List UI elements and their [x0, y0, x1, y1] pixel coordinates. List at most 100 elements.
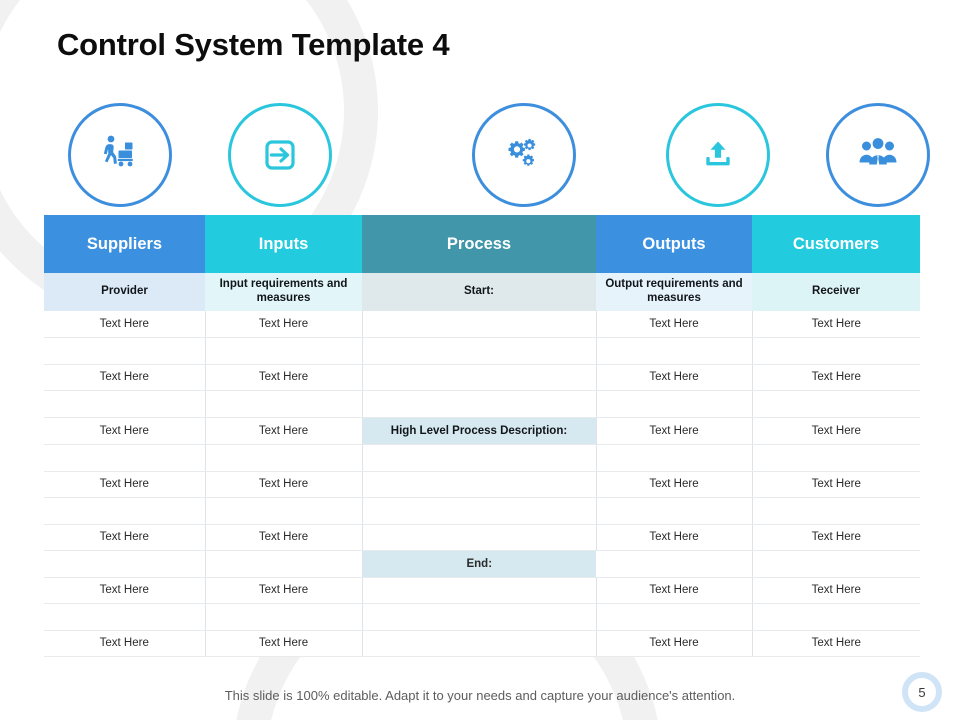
column-header-outputs[interactable]: Outputs [596, 215, 752, 273]
table-row: End: [44, 550, 920, 578]
table-cell[interactable]: Text Here [205, 364, 363, 391]
subheader-start[interactable]: Start: [362, 273, 596, 311]
icon-circle-process[interactable] [472, 103, 576, 207]
table-cell-empty [752, 337, 920, 365]
table-cell[interactable]: Text Here [596, 471, 753, 498]
table-cell-empty [362, 364, 597, 391]
subheader-input-requirements[interactable]: Input requirements and measures [205, 273, 362, 311]
table-cell[interactable]: Text Here [752, 471, 920, 498]
table-cell[interactable]: Text Here [44, 577, 206, 604]
table-cell-empty [362, 390, 597, 418]
table-cell-empty [362, 311, 597, 338]
table-cell[interactable]: Text Here [44, 630, 206, 657]
table-cell-empty [596, 390, 753, 418]
table-cell[interactable]: Text Here [205, 577, 363, 604]
table-cell[interactable]: Text Here [596, 524, 753, 551]
subheader-receiver[interactable]: Receiver [752, 273, 920, 311]
table-cell[interactable]: Text Here [596, 417, 753, 445]
table-cell-empty [362, 497, 597, 525]
table-cell-empty [752, 603, 920, 631]
table-cell-empty [596, 550, 753, 578]
table-row [44, 603, 920, 631]
table-cell[interactable]: Text Here [596, 311, 753, 338]
table-cell[interactable]: Text Here [596, 364, 753, 391]
icon-row [44, 103, 930, 207]
table-cell-empty [752, 444, 920, 472]
table-cell[interactable]: Text Here [752, 524, 920, 551]
people-group-icon [852, 129, 904, 181]
column-header-inputs[interactable]: Inputs [205, 215, 362, 273]
table-cell-empty [44, 390, 206, 418]
table-cell-empty [205, 497, 363, 525]
table-cell[interactable]: Text Here [752, 630, 920, 657]
upload-tray-icon [693, 130, 743, 180]
table-cell-empty [205, 337, 363, 365]
subheader-output-requirements[interactable]: Output requirements and measures [596, 273, 752, 311]
table-cell[interactable]: Text Here [205, 311, 363, 338]
table-cell[interactable]: Text Here [205, 630, 363, 657]
table-cell-empty [205, 603, 363, 631]
table-cell[interactable]: Text Here [44, 524, 206, 551]
icon-circle-inputs[interactable] [228, 103, 332, 207]
table-cell[interactable]: Text Here [752, 311, 920, 338]
table-cell-empty [362, 630, 597, 657]
delivery-person-cart-icon [95, 130, 145, 180]
table-cell[interactable]: Text Here [44, 311, 206, 338]
table-cell-empty [205, 444, 363, 472]
table-cell-empty [596, 603, 753, 631]
table-cell-empty [362, 577, 597, 604]
table-cell[interactable]: Text Here [205, 417, 363, 445]
table-cell[interactable]: Text Here [596, 630, 753, 657]
table-cell[interactable]: Text Here [752, 417, 920, 445]
icon-circle-suppliers[interactable] [68, 103, 172, 207]
table-cell[interactable]: Text Here [596, 577, 753, 604]
table-cell-empty [44, 444, 206, 472]
table-cell-empty [362, 337, 597, 365]
table-cell-empty [752, 497, 920, 525]
table-cell-empty [44, 337, 206, 365]
table-header-row: Suppliers Inputs Process Outputs Custome… [44, 215, 920, 273]
table-row [44, 444, 920, 472]
table-row [44, 497, 920, 525]
table-cell-empty [596, 497, 753, 525]
table-row [44, 390, 920, 418]
table-cell[interactable]: Text Here [44, 364, 206, 391]
table-cell-empty [362, 444, 597, 472]
table-cell[interactable]: Text Here [752, 364, 920, 391]
table-cell-empty [752, 550, 920, 578]
table-cell[interactable]: Text Here [44, 471, 206, 498]
table-cell-empty [205, 550, 363, 578]
column-header-process[interactable]: Process [362, 215, 596, 273]
table-cell[interactable]: Text Here [205, 471, 363, 498]
subheader-provider[interactable]: Provider [44, 273, 205, 311]
process-high-level-cell[interactable]: High Level Process Description: [362, 417, 597, 445]
column-header-customers[interactable]: Customers [752, 215, 920, 273]
process-high-level-label: High Level Process Description: [362, 417, 596, 444]
table-cell[interactable]: Text Here [205, 524, 363, 551]
process-end-cell[interactable]: End: [362, 550, 596, 578]
table-cell-empty [362, 524, 597, 551]
table-cell-empty [596, 337, 753, 365]
icon-circle-outputs[interactable] [666, 103, 770, 207]
table-cell-empty [44, 550, 206, 578]
table-cell-empty [44, 603, 206, 631]
table-subheader-row: Provider Input requirements and measures… [44, 273, 920, 311]
table-row [44, 337, 920, 365]
table-cell[interactable]: Text Here [752, 577, 920, 604]
table-cell-empty [44, 497, 206, 525]
table-cell-empty [596, 444, 753, 472]
table-cell[interactable]: Text Here [44, 417, 206, 445]
column-header-suppliers[interactable]: Suppliers [44, 215, 205, 273]
sipoc-table: Suppliers Inputs Process Outputs Custome… [44, 215, 920, 657]
icon-circle-customers[interactable] [826, 103, 930, 207]
table-cell-empty [205, 390, 363, 418]
sipoc-table-wrapper: Suppliers Inputs Process Outputs Custome… [44, 215, 920, 657]
